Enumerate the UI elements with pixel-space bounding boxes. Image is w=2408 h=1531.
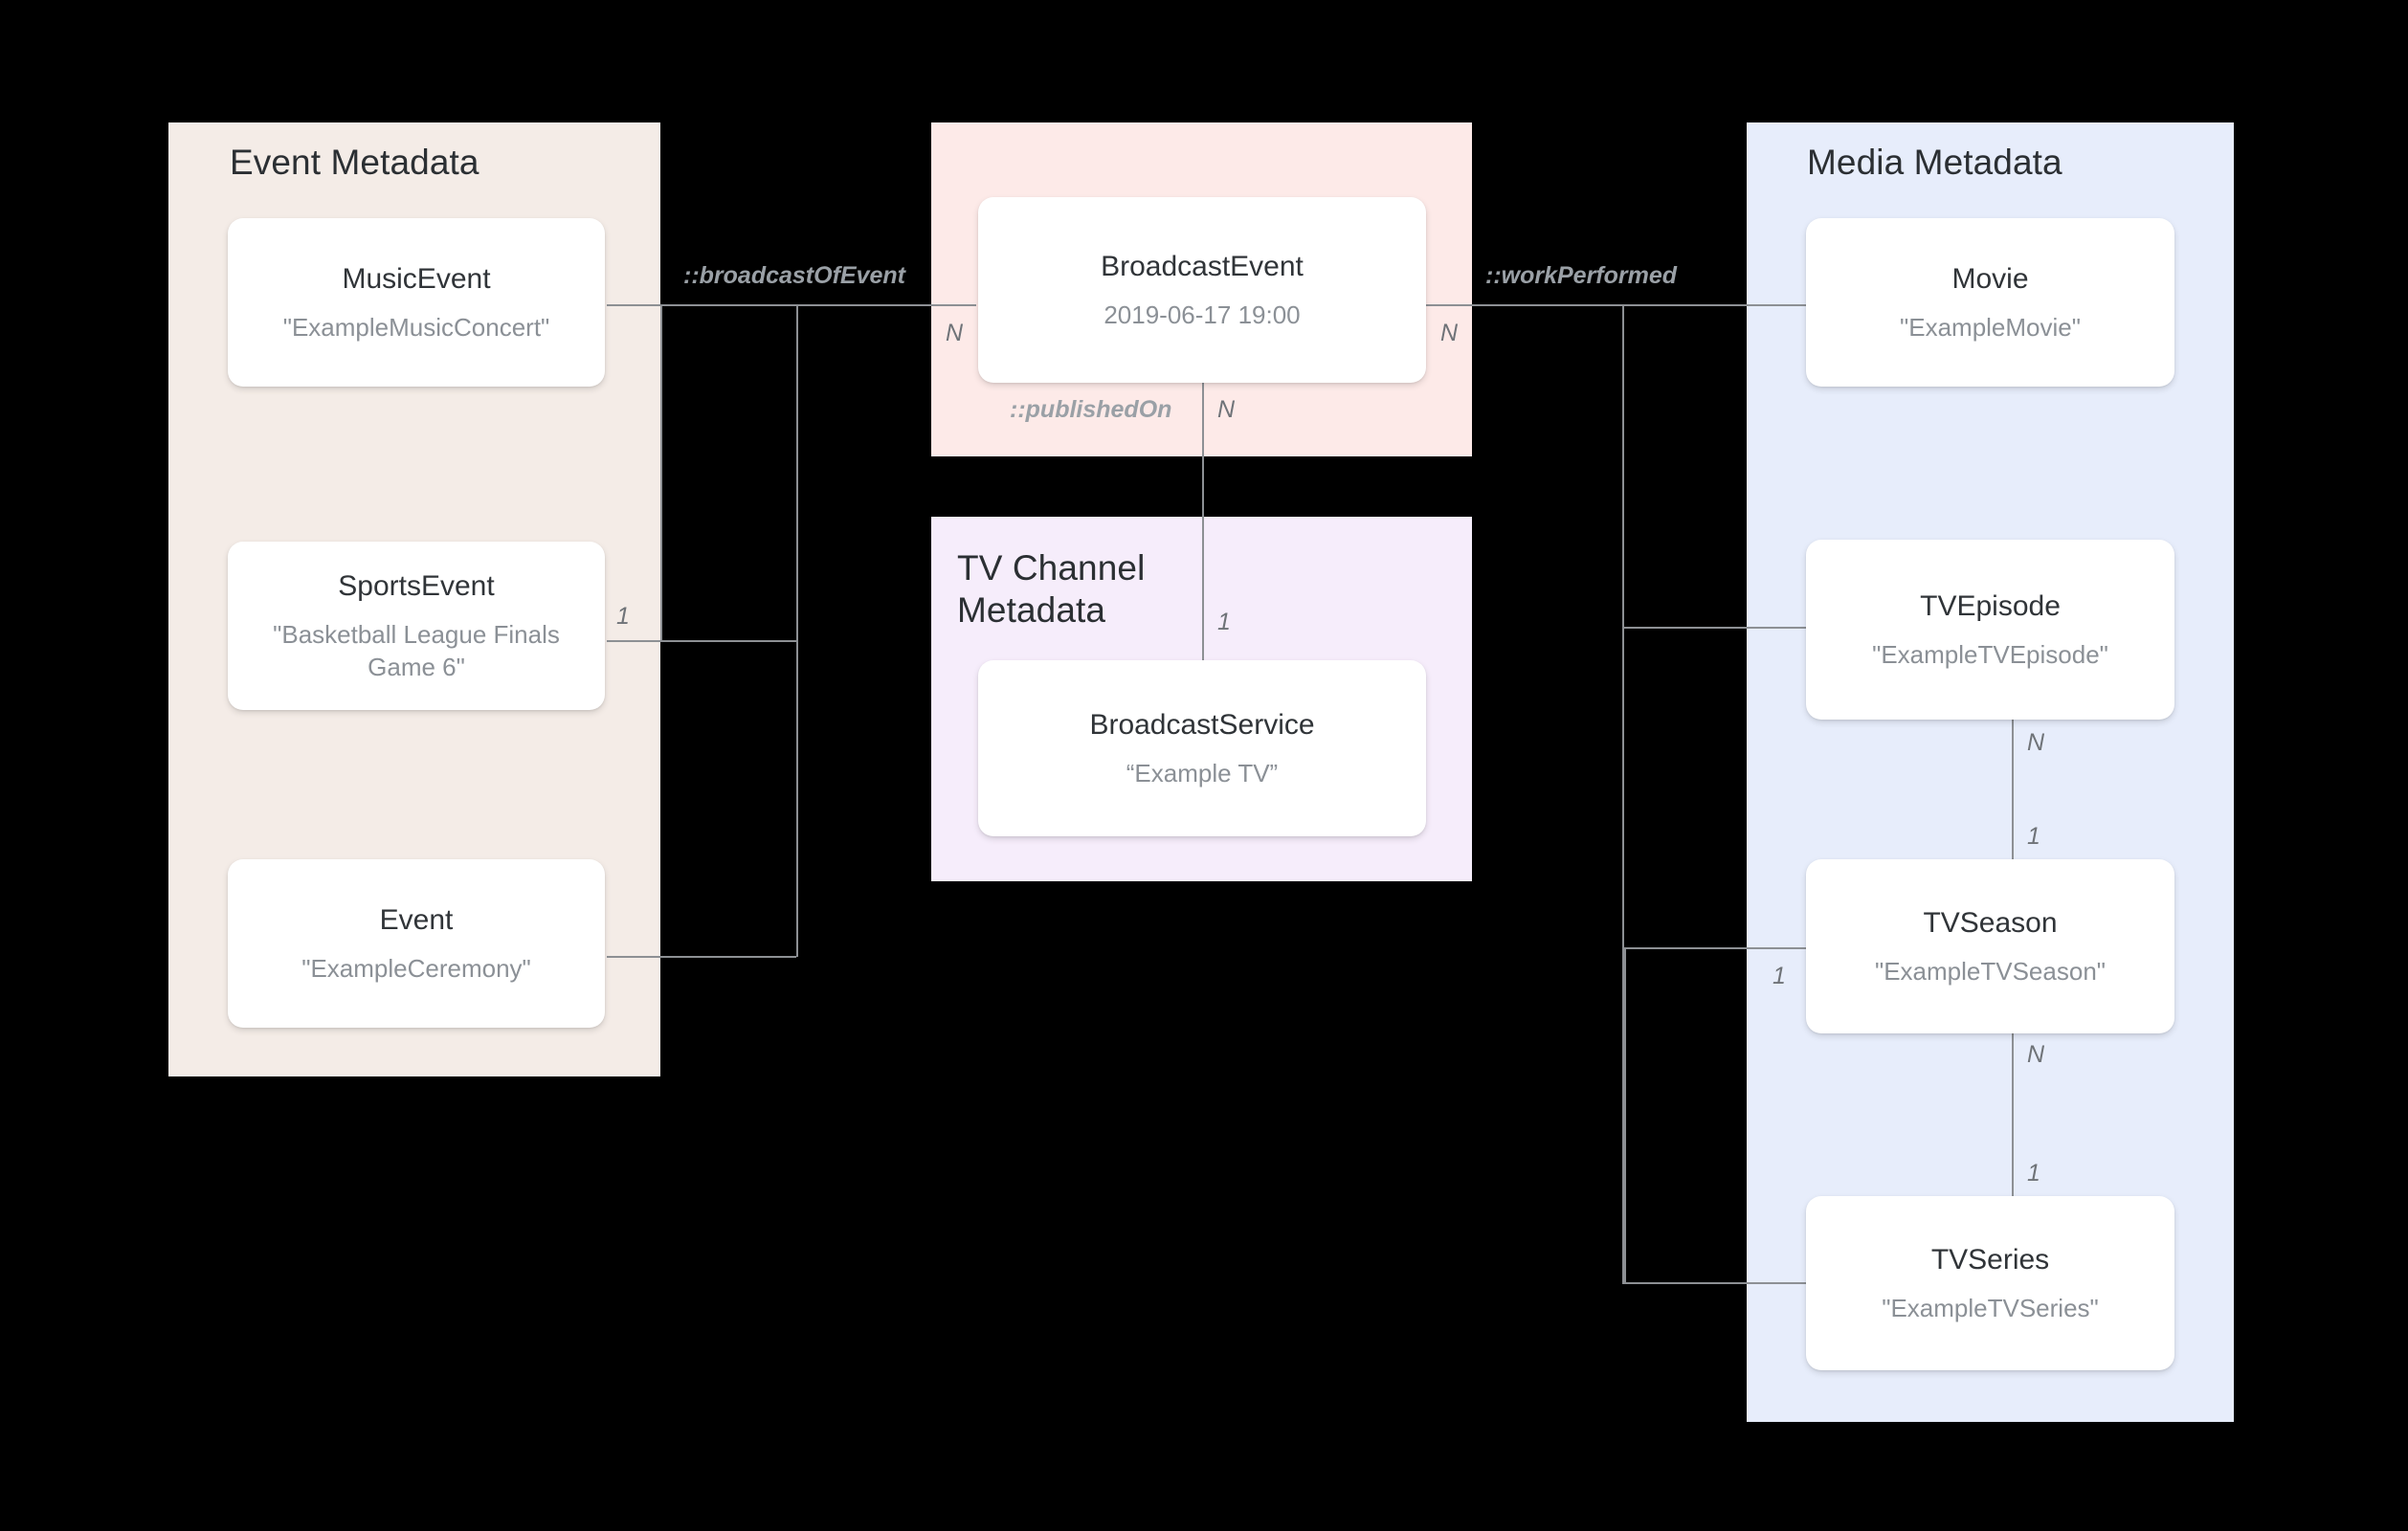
connector-left-bus-b bbox=[660, 304, 662, 640]
group-title-media-metadata: Media Metadata bbox=[1807, 143, 2062, 182]
group-title-event-metadata: Event Metadata bbox=[230, 143, 479, 182]
cardinality-tvepisode-down: N bbox=[2027, 729, 2045, 756]
cardinality-tvseries-up: 1 bbox=[2027, 1160, 2040, 1187]
node-movie-value: "ExampleMovie" bbox=[1900, 313, 2081, 343]
connector-left-bus-a bbox=[796, 304, 798, 957]
node-musicevent-title: MusicEvent bbox=[342, 262, 491, 295]
node-tvepisode-title: TVEpisode bbox=[1920, 589, 2061, 622]
node-broadcastevent-title: BroadcastEvent bbox=[1101, 250, 1304, 282]
cardinality-tvseason-down: N bbox=[2027, 1041, 2045, 1068]
node-tvseason[interactable]: TVSeason "ExampleTVSeason" bbox=[1806, 859, 2174, 1033]
cardinality-sportsevent-right: 1 bbox=[616, 603, 630, 630]
node-event-title: Event bbox=[379, 903, 454, 936]
connector-sportsevent-horizontal bbox=[607, 640, 796, 642]
edge-label-published-on: ::publishedOn bbox=[1010, 396, 1172, 423]
edge-label-work-performed: ::workPerformed bbox=[1485, 262, 1678, 289]
node-broadcastservice[interactable]: BroadcastService “Example TV” bbox=[978, 660, 1426, 836]
node-tvseries-value: "ExampleTVSeries" bbox=[1882, 1294, 2099, 1323]
node-musicevent-value: "ExampleMusicConcert" bbox=[282, 313, 550, 343]
node-tvseason-title: TVSeason bbox=[1923, 906, 2058, 939]
connector-tvseason-horizontal bbox=[1624, 947, 1806, 949]
connector-right-bus-link bbox=[1622, 304, 1624, 1284]
connector-publishedon-vertical bbox=[1202, 383, 1204, 660]
cardinality-tvseason-left: 1 bbox=[1773, 963, 1786, 989]
node-movie[interactable]: Movie "ExampleMovie" bbox=[1806, 218, 2174, 387]
connector-tvseries-horizontal bbox=[1624, 1282, 1806, 1284]
connector-tvseason-tvseries bbox=[2012, 1033, 2014, 1206]
connector-event-horizontal bbox=[607, 956, 796, 958]
node-event[interactable]: Event "ExampleCeremony" bbox=[228, 859, 605, 1028]
node-broadcastservice-value: “Example TV” bbox=[1126, 759, 1279, 788]
connector-tvepisode-tvseason bbox=[2012, 720, 2014, 892]
cardinality-broadcastevent-right: N bbox=[1440, 320, 1459, 346]
node-sportsevent[interactable]: SportsEvent "Basketball League Finals Ga… bbox=[228, 542, 605, 710]
node-tvepisode-value: "ExampleTVEpisode" bbox=[1872, 640, 2108, 670]
cardinality-tvseason-up: 1 bbox=[2027, 823, 2040, 850]
node-event-value: "ExampleCeremony" bbox=[301, 954, 531, 984]
node-movie-title: Movie bbox=[1951, 262, 2029, 295]
node-tvseries-title: TVSeries bbox=[1930, 1243, 2050, 1276]
connector-tvepisode-horizontal bbox=[1622, 627, 1809, 629]
cardinality-broadcastevent-down: N bbox=[1217, 396, 1236, 423]
cardinality-broadcastservice-up: 1 bbox=[1217, 609, 1231, 635]
node-tvepisode[interactable]: TVEpisode "ExampleTVEpisode" bbox=[1806, 540, 2174, 720]
node-tvseason-value: "ExampleTVSeason" bbox=[1874, 957, 2107, 987]
connector-broadcastevent-left-inlet bbox=[660, 304, 976, 306]
node-sportsevent-value: "Basketball League Finals Game 6" bbox=[273, 620, 560, 681]
node-broadcastservice-title: BroadcastService bbox=[1089, 708, 1315, 741]
connector-broadcastevent-right-outlet bbox=[1426, 304, 1823, 306]
node-musicevent[interactable]: MusicEvent "ExampleMusicConcert" bbox=[228, 218, 605, 387]
group-title-tv-channel-metadata: TV Channel Metadata bbox=[957, 548, 1146, 630]
node-tvseries[interactable]: TVSeries "ExampleTVSeries" bbox=[1806, 1196, 2174, 1370]
node-sportsevent-title: SportsEvent bbox=[338, 569, 495, 602]
edge-label-broadcast-of-event: ::broadcastOfEvent bbox=[683, 262, 905, 289]
connector-right-bus-b bbox=[1624, 947, 1626, 1284]
cardinality-broadcastevent-left: N bbox=[946, 320, 964, 346]
node-broadcastevent-value: 2019-06-17 19:00 bbox=[1104, 300, 1301, 330]
node-broadcastevent[interactable]: BroadcastEvent 2019-06-17 19:00 bbox=[978, 197, 1426, 383]
